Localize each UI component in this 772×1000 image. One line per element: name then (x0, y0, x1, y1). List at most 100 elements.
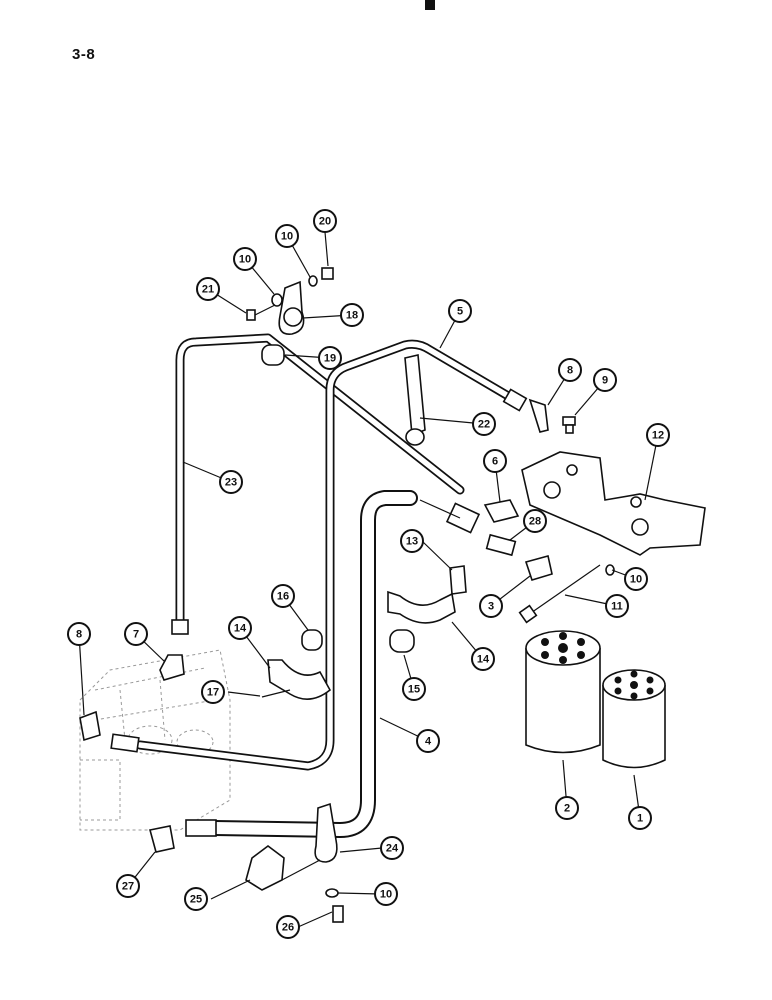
callout-c21: 21 (196, 277, 220, 301)
callout-circle (402, 677, 426, 701)
nut-20 (321, 267, 334, 280)
callout-circle (646, 423, 670, 447)
filter-head-12 (521, 451, 706, 556)
callout-c24: 24 (380, 836, 404, 860)
washer-10-top-a (271, 293, 283, 307)
callout-circle (628, 806, 652, 830)
callout-label: 10 (380, 889, 392, 901)
callout-c10c: 10 (624, 567, 648, 591)
callout-circle (558, 358, 582, 382)
filter-element-1 (602, 669, 666, 769)
elbow-6 (483, 499, 520, 523)
callout-c8a: 8 (558, 358, 582, 382)
callout-circle (448, 299, 472, 323)
callout-label: 10 (281, 231, 293, 243)
bolt-21 (246, 304, 276, 321)
callout-circle (400, 529, 424, 553)
bracket-22 (404, 354, 426, 446)
callout-c14b: 14 (471, 647, 495, 671)
callout-circle (523, 509, 547, 533)
callout-label: 14 (234, 623, 247, 635)
tube-23 (171, 333, 465, 635)
callout-c22: 22 (472, 412, 496, 436)
bolt-17 (261, 689, 291, 698)
clamp-14-right (387, 590, 456, 624)
callout-c14a: 14 (228, 616, 252, 640)
callout-c1: 1 (628, 806, 652, 830)
callout-circle (340, 303, 364, 327)
callout-c18: 18 (340, 303, 364, 327)
callout-c26: 26 (276, 915, 300, 939)
elbow-3 (524, 555, 553, 581)
callout-circle (416, 729, 440, 753)
callout-label: 3 (488, 601, 494, 613)
callout-circle (479, 594, 503, 618)
sleeve-15 (389, 629, 415, 653)
callout-circle (313, 209, 337, 233)
callout-circle (116, 874, 140, 898)
callout-label: 15 (408, 684, 420, 696)
tube-5 (110, 339, 528, 771)
callout-label: 6 (492, 456, 498, 468)
callout-label: 2 (564, 803, 570, 815)
callout-circle (201, 680, 225, 704)
callout-layer: 1234567889101010101112131414151617181920… (67, 209, 670, 939)
clamp-25 (245, 845, 285, 891)
callout-c10b: 10 (233, 247, 257, 271)
callout-label: 8 (76, 629, 82, 641)
callout-label: 20 (319, 216, 331, 228)
callout-circle (555, 796, 579, 820)
callout-c17: 17 (201, 680, 225, 704)
callout-label: 10 (630, 574, 642, 586)
callout-circle (276, 915, 300, 939)
callout-label: 16 (277, 591, 289, 603)
callout-circle (471, 647, 495, 671)
callout-c6: 6 (483, 449, 507, 473)
callout-c25: 25 (184, 887, 208, 911)
callout-circle (228, 616, 252, 640)
callout-circle (271, 584, 295, 608)
callout-c8b: 8 (67, 622, 91, 646)
callout-circle (624, 567, 648, 591)
washer-10-top-b (308, 275, 318, 287)
callout-c2: 2 (555, 796, 579, 820)
callout-label: 23 (225, 477, 237, 489)
callout-label: 22 (478, 419, 490, 431)
callout-c11: 11 (605, 594, 629, 618)
washer-10-bottom (325, 888, 339, 898)
elbow-7 (159, 654, 185, 681)
callout-label: 12 (652, 430, 664, 442)
sleeve-16 (301, 629, 323, 651)
callout-c20: 20 (313, 209, 337, 233)
callout-circle (374, 882, 398, 906)
callout-label: 14 (477, 654, 490, 666)
callout-c3: 3 (479, 594, 503, 618)
callout-circle (196, 277, 220, 301)
callout-c19: 19 (318, 346, 342, 370)
callout-circle (275, 224, 299, 248)
callout-c9: 9 (593, 368, 617, 392)
washer-10-right (605, 564, 615, 576)
callout-label: 17 (207, 687, 219, 699)
callout-label: 11 (611, 601, 623, 613)
clamp-18 (278, 280, 305, 335)
elbow-27 (149, 825, 175, 853)
callout-circle (233, 247, 257, 271)
callout-circle (184, 887, 208, 911)
callout-c13: 13 (400, 529, 424, 553)
callout-label: 13 (406, 536, 418, 548)
callout-label: 10 (239, 254, 251, 266)
callout-c28: 28 (523, 509, 547, 533)
callout-circle (472, 412, 496, 436)
callout-circle (67, 622, 91, 646)
callout-label: 8 (567, 365, 573, 377)
callout-label: 27 (122, 881, 134, 893)
callout-circle (124, 622, 148, 646)
page-number: 3-8 (72, 46, 96, 63)
callout-label: 9 (602, 375, 608, 387)
callout-label: 4 (425, 736, 432, 748)
callout-label: 25 (190, 894, 202, 906)
callout-c15: 15 (402, 677, 426, 701)
plug-9 (562, 416, 576, 434)
callout-circle (483, 449, 507, 473)
